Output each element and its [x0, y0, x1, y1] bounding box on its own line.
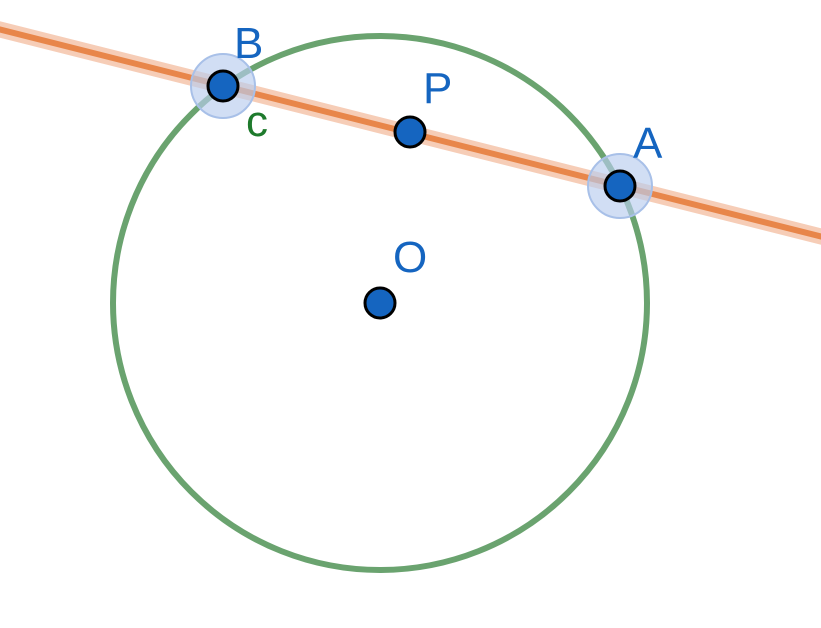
point-b[interactable] [206, 69, 240, 103]
label-c: c [246, 97, 268, 146]
point-p[interactable] [393, 115, 427, 149]
label-b: B [234, 19, 263, 68]
label-p: P [423, 64, 452, 113]
label-o: O [393, 233, 427, 282]
point-a[interactable] [603, 169, 637, 203]
circle-c[interactable] [110, 33, 650, 573]
point-o[interactable] [363, 286, 397, 320]
label-a: A [633, 119, 663, 168]
